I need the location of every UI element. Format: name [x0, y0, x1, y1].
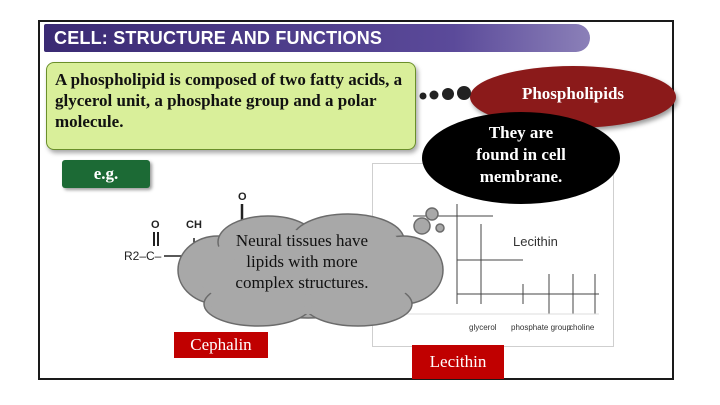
neural-note-line-1: Neural tissues have — [235, 231, 369, 250]
r2-chain-label: R2–C– — [124, 249, 162, 263]
cephalin-label: Cephalin — [174, 332, 268, 358]
membrane-note-line-1: They are — [488, 123, 554, 142]
oxygen-label-left: O — [151, 219, 160, 231]
caption-glycerol: glycerol — [469, 323, 497, 332]
neural-note-line-2: lipids with more — [246, 252, 358, 271]
example-label: e.g. — [62, 160, 150, 188]
oxygen-label-top: O — [238, 191, 247, 203]
caption-choline: choline — [569, 323, 595, 332]
ch-group-label: CH — [186, 219, 202, 231]
membrane-note-line-3: membrane. — [479, 167, 563, 186]
phospholipids-label: Phospholipids — [521, 84, 625, 103]
membrane-callout — [422, 112, 620, 204]
thought-cloud-icon — [177, 207, 445, 327]
title-bar — [44, 24, 590, 52]
neural-tissue-note: Neural tissues have lipids with more com… — [200, 230, 404, 293]
connector-dots-icon — [419, 86, 471, 100]
neural-note-line-3: complex structures. — [235, 273, 369, 292]
phospholipid-description: A phospholipid is composed of two fatty … — [46, 62, 416, 150]
membrane-note: They are found in cell membrane. — [422, 122, 620, 188]
caption-phosphate-group: phosphate group — [511, 323, 572, 332]
slide-title: CELL: STRUCTURE AND FUNCTIONS — [54, 28, 383, 48]
lecithin-diagram-title: Lecithin — [513, 234, 558, 249]
membrane-note-line-2: found in cell — [476, 145, 566, 164]
lecithin-label: Lecithin — [412, 345, 504, 379]
